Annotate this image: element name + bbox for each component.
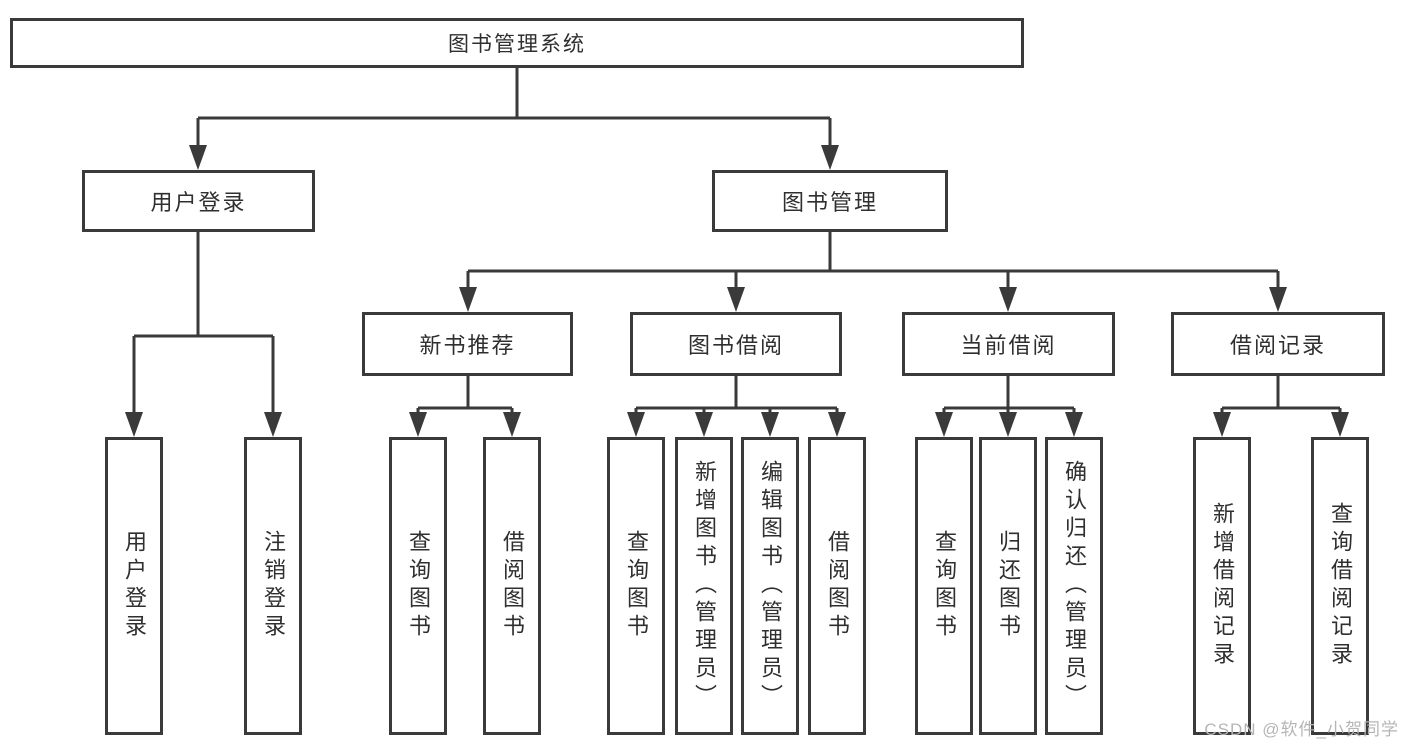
leaf-borrow-books-2-label: 借阅图书 — [825, 530, 850, 642]
csdn-watermark: CSDN @软件_小贺同学 — [1204, 720, 1399, 739]
node-root-system: 图书管理系统 — [10, 18, 1024, 68]
leaf-add-borrow-record: 新增借阅记录 — [1193, 437, 1251, 735]
leaf-add-books-admin-label: 新增图书（管理员） — [692, 460, 717, 712]
node-book-management-group: 图书管理 — [712, 170, 948, 232]
node-borrowing-records: 借阅记录 — [1171, 312, 1385, 376]
leaf-query-books-2-label: 查询图书 — [624, 530, 649, 642]
node-user-login-group-label: 用户登录 — [150, 190, 247, 215]
leaf-logout: 注销登录 — [244, 437, 302, 735]
leaf-query-borrow-record: 查询借阅记录 — [1311, 437, 1369, 735]
leaf-borrow-books-2: 借阅图书 — [808, 437, 866, 735]
node-root-label: 图书管理系统 — [448, 33, 586, 56]
tree-edges — [132, 68, 1342, 413]
node-user-login-group: 用户登录 — [82, 170, 315, 232]
leaf-add-borrow-record-label: 新增借阅记录 — [1210, 502, 1235, 670]
leaf-user-login: 用户登录 — [105, 437, 163, 735]
node-new-book-recommend: 新书推荐 — [362, 312, 573, 376]
leaf-borrow-books-1: 借阅图书 — [483, 437, 541, 735]
leaf-confirm-return-admin-label: 确认归还（管理员） — [1062, 460, 1087, 712]
leaf-edit-books-admin: 编辑图书（管理员） — [741, 437, 799, 735]
node-current-borrowing-label: 当前借阅 — [960, 333, 1057, 358]
leaf-return-books: 归还图书 — [979, 437, 1037, 735]
leaf-query-books-1: 查询图书 — [389, 437, 447, 735]
node-book-management-group-label: 图书管理 — [781, 190, 878, 215]
leaf-user-login-label: 用户登录 — [122, 530, 147, 642]
leaf-return-books-label: 归还图书 — [996, 530, 1021, 642]
leaf-add-books-admin: 新增图书（管理员） — [675, 437, 733, 735]
node-borrowing-records-label: 借阅记录 — [1229, 333, 1326, 358]
leaf-query-books-2: 查询图书 — [607, 437, 665, 735]
arrowheads — [125, 145, 1349, 437]
leaf-query-borrow-record-label: 查询借阅记录 — [1328, 502, 1353, 670]
leaf-edit-books-admin-label: 编辑图书（管理员） — [758, 460, 783, 712]
leaf-borrow-books-1-label: 借阅图书 — [500, 530, 525, 642]
leaf-query-books-1-label: 查询图书 — [406, 530, 431, 642]
node-new-book-recommend-label: 新书推荐 — [419, 333, 516, 358]
leaf-confirm-return-admin: 确认归还（管理员） — [1045, 437, 1103, 735]
node-book-borrowing: 图书借阅 — [630, 312, 842, 376]
leaf-logout-label: 注销登录 — [261, 530, 286, 642]
node-current-borrowing: 当前借阅 — [902, 312, 1115, 376]
leaf-query-books-3: 查询图书 — [915, 437, 973, 735]
leaf-query-books-3-label: 查询图书 — [932, 530, 957, 642]
node-book-borrowing-label: 图书借阅 — [687, 333, 784, 358]
